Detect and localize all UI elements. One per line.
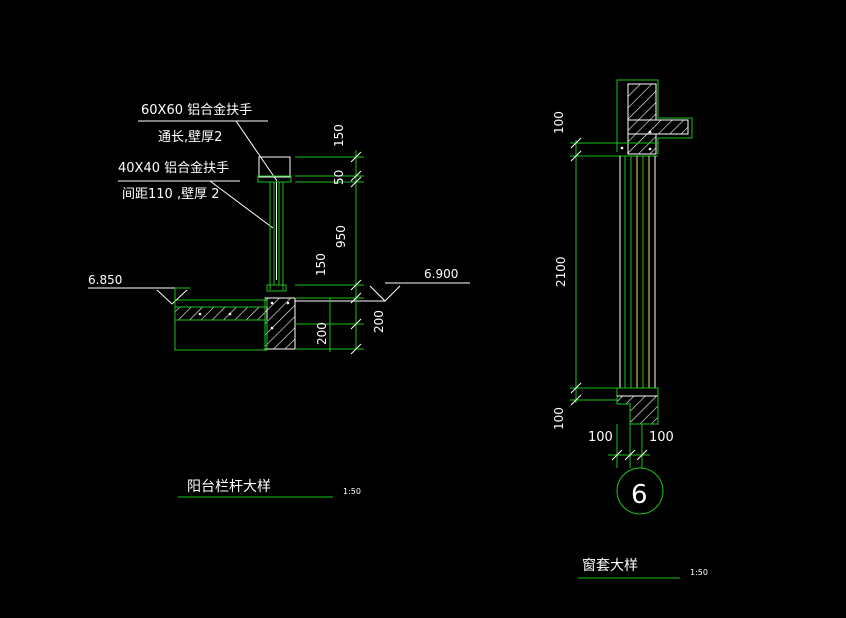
balusters bbox=[266, 182, 287, 292]
floor-slab bbox=[174, 297, 296, 351]
dim-950: 950 bbox=[334, 225, 348, 248]
handrail-40-label-line2: 间距110 ,壁厚 2 bbox=[122, 187, 219, 202]
handrail-60-label-line2: 通长,壁厚2 bbox=[158, 130, 222, 145]
window-dim-left: 100 bbox=[588, 430, 613, 445]
window-surround-detail: 6 100 2100 100 100 100 窗套大样 1:50 bbox=[552, 79, 708, 579]
detail-index-circle bbox=[616, 467, 664, 515]
level-right-label: 6.900 bbox=[424, 267, 458, 281]
leader-lines bbox=[118, 120, 278, 229]
dim-150-top: 150 bbox=[332, 124, 346, 147]
window-dim-right: 100 bbox=[649, 430, 674, 445]
detail-index-number: 6 bbox=[631, 480, 648, 510]
window-vertical-dimensions bbox=[570, 137, 617, 406]
window-dim-top: 100 bbox=[552, 111, 566, 134]
top-lintel bbox=[616, 79, 693, 157]
window-detail-scale: 1:50 bbox=[690, 568, 708, 577]
dim-150-mid: 150 bbox=[314, 253, 328, 276]
balcony-dimension-lines bbox=[295, 150, 364, 355]
window-dim-height: 2100 bbox=[554, 256, 568, 287]
window-dim-bottom: 100 bbox=[552, 407, 566, 430]
balcony-detail-title: 阳台栏杆大样 bbox=[187, 479, 271, 495]
dim-200-right: 200 bbox=[372, 310, 386, 333]
balcony-railing-detail: 60X60 铝合金扶手 通长,壁厚2 40X40 铝合金扶手 间距110 ,壁厚… bbox=[88, 102, 470, 498]
level-marker-right bbox=[295, 282, 470, 302]
window-horizontal-dimensions bbox=[608, 424, 650, 468]
window-detail-title: 窗套大样 bbox=[582, 557, 638, 574]
handrail-60-label-line1: 60X60 铝合金扶手 bbox=[141, 102, 252, 118]
balcony-detail-scale: 1:50 bbox=[343, 487, 361, 496]
dim-50: 50 bbox=[332, 170, 346, 185]
dim-200-left: 200 bbox=[315, 322, 329, 345]
bottom-sill bbox=[616, 387, 659, 425]
level-marker-left bbox=[88, 287, 190, 305]
window-frame-lines bbox=[619, 156, 656, 388]
handrail-40-label-line1: 40X40 铝合金扶手 bbox=[118, 160, 229, 176]
level-left-label: 6.850 bbox=[88, 273, 122, 287]
